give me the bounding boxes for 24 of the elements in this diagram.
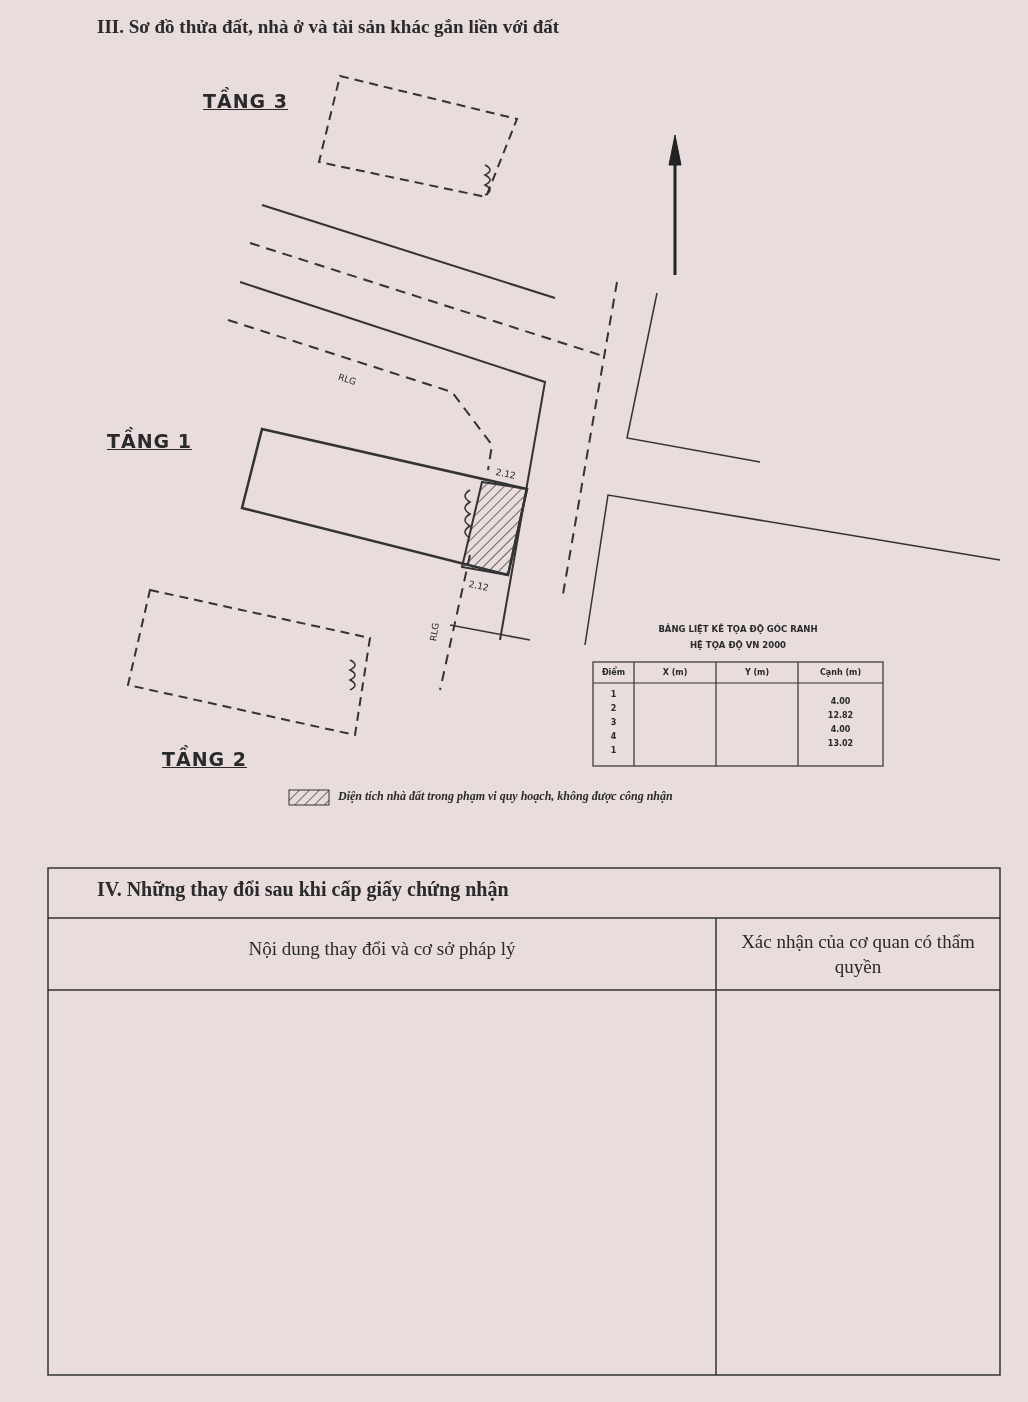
- section-heading: IV. Những thay đổi sau khi cấp giấy chứng nhận: [97, 878, 509, 901]
- table-cell-text: 13.02: [826, 739, 855, 748]
- column-header: Cạnh (m): [818, 668, 863, 677]
- table-cell-text: 12.82: [826, 711, 855, 720]
- section-heading: III. Sơ đồ thửa đất, nhà ở và tài sản khác gắn liền với đất: [97, 16, 560, 38]
- legend-text: Diện tích nhà đất trong phạm vi quy hoạch, không được công nhận: [338, 789, 673, 804]
- table-cell-text: 1: [609, 746, 618, 755]
- column-header: X (m): [661, 668, 689, 677]
- road-boundary-label: RLG: [428, 622, 441, 642]
- table-cell-text: 4.00: [829, 697, 852, 706]
- table-cell-text: 4.00: [829, 725, 852, 734]
- road-boundary-label: RLG: [336, 372, 358, 388]
- column-header: Nội dung thay đổi và cơ sở pháp lý: [247, 938, 517, 960]
- table-cell-text: 1: [609, 690, 618, 699]
- table-cell-text: 3: [609, 718, 618, 727]
- table-title: HỆ TỌA ĐỘ VN 2000: [688, 640, 788, 650]
- column-header: Y (m): [743, 668, 771, 677]
- table-cell-text: 4: [609, 732, 618, 741]
- dimension-value: 2.12: [494, 467, 517, 481]
- column-header: Xác nhận của cơ quan có thẩm quyền: [740, 930, 976, 979]
- column-header: Điểm: [600, 668, 627, 677]
- table-title: BẢNG LIỆT KÊ TỌA ĐỘ GÓC RANH: [657, 624, 819, 634]
- table-cell-text: 2: [609, 704, 618, 713]
- dimension-value: 2.12: [467, 579, 490, 593]
